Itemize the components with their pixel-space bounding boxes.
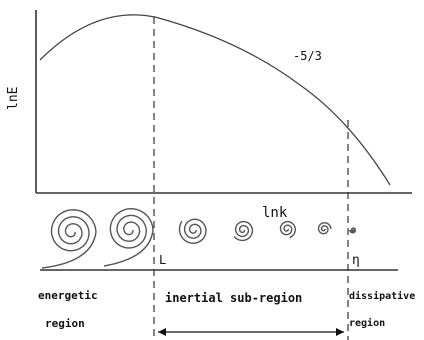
arrow-head-right	[336, 328, 344, 336]
eddy-large-2	[109, 207, 154, 249]
arrow-head-left	[158, 328, 166, 336]
marker-eta: η	[352, 253, 360, 268]
eddy-tail-1	[41, 231, 97, 269]
region-inertial-label: inertial sub-region	[165, 291, 302, 305]
eddy-small-2	[317, 222, 332, 235]
slope-label: -5/3	[293, 49, 322, 63]
energy-spectrum-curve	[39, 14, 391, 186]
eddy-tail-2	[103, 229, 154, 267]
eddy-tiny	[349, 227, 356, 234]
region-energetic-line1: energetic	[38, 289, 98, 302]
marker-L: L	[159, 253, 166, 267]
region-dissipative-line2: region	[349, 317, 385, 329]
y-axis-label: lnE	[6, 87, 21, 110]
region-energetic-line2: region	[45, 317, 85, 330]
region-dissipative-line1: dissipative	[349, 290, 415, 302]
eddy-spirals	[41, 207, 356, 269]
eddy-medium-1	[178, 218, 207, 244]
eddy-small-1	[279, 220, 296, 239]
eddy-large-1	[50, 209, 97, 252]
eddy-medium-2	[233, 220, 254, 242]
x-axis-label: lnk	[262, 205, 288, 221]
